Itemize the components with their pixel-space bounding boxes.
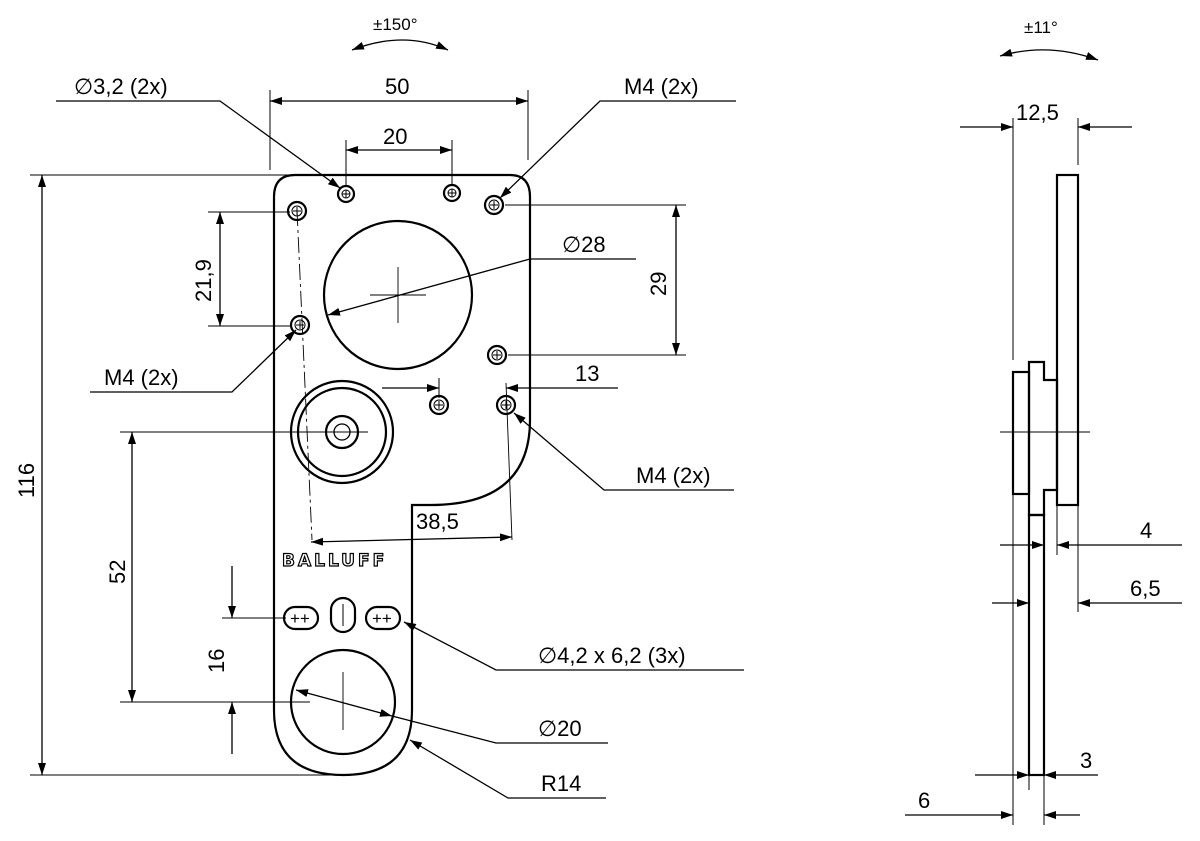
dim-52-label: 52 (105, 560, 130, 584)
hole-tr-d32 (442, 183, 462, 203)
dim-16-label: 16 (204, 649, 229, 673)
callout-radius-leader (409, 739, 606, 799)
slot-middle (329, 596, 357, 634)
dim-385-label: 38,5 (416, 509, 459, 534)
callout-big-bore: ∅28 (562, 232, 606, 257)
callout-small-bore: ∅20 (538, 716, 582, 741)
callout-small-bore-leader (391, 715, 608, 744)
big-bore (322, 219, 474, 371)
axis-right (505, 382, 513, 541)
dim-6-label: 6 (918, 788, 930, 813)
hole-m4-tr (483, 194, 505, 216)
callout-m4-tr: M4 (2x) (624, 74, 699, 99)
callout-slots-leader (403, 621, 744, 671)
dim-20-label: 20 (383, 124, 407, 149)
front-view: ±150° BALLUFF ++ ++ (14, 15, 744, 799)
dim-125-label: 12,5 (1016, 100, 1059, 125)
callout-m4-tr-leader (499, 100, 736, 199)
dim-20-diag (295, 689, 393, 717)
dim-219-label: 21,9 (191, 259, 216, 302)
hole-m4-mr (486, 344, 508, 366)
callout-m4-left-leader (90, 329, 297, 393)
callout-radius: R14 (541, 771, 581, 796)
callout-top-holes: ∅3,2 (2x) (74, 74, 168, 99)
callout-m4-br-leader (513, 412, 734, 491)
side-lever-plate (1027, 513, 1046, 777)
callout-m4-left: M4 (2x) (104, 365, 179, 390)
hole-m4-br (495, 394, 517, 416)
dim-50-label: 50 (385, 74, 409, 99)
dim-28-diag (327, 258, 531, 316)
rotation-label-front: ±150° (373, 15, 418, 34)
dim-65-label: 6,5 (1130, 576, 1161, 601)
hole-m4-ml (289, 314, 311, 336)
dim-29-label: 29 (646, 272, 671, 296)
callout-top-holes-leader (56, 100, 341, 189)
callout-m4-br: M4 (2x) (636, 463, 711, 488)
rotation-arc-front (351, 39, 449, 51)
rotation-arc-side (999, 48, 1099, 61)
brand-logo: BALLUFF (282, 551, 387, 571)
axis-left (296, 209, 313, 541)
dim-116-label: 116 (14, 463, 39, 498)
slot-left-mark: ++ (290, 609, 310, 628)
callout-slots: ∅4,2 x 6,2 (3x) (538, 643, 686, 668)
slot-right (364, 605, 402, 631)
hole-m4-bl (428, 394, 450, 416)
slot-right-mark: ++ (372, 609, 392, 628)
dim-13-label: 13 (575, 361, 599, 386)
rotation-label-side: ±11° (1024, 18, 1058, 37)
dim-4-label: 4 (1140, 518, 1152, 543)
dim-3-label: 3 (1080, 748, 1092, 773)
side-view: ±11° 12,5 4 6,5 3 6 (905, 18, 1182, 825)
side-collar (1027, 360, 1059, 517)
plate-outline (272, 173, 532, 777)
side-mount-plate (1055, 173, 1080, 507)
hole-tl-d32 (336, 184, 356, 204)
side-flange (1011, 370, 1031, 496)
